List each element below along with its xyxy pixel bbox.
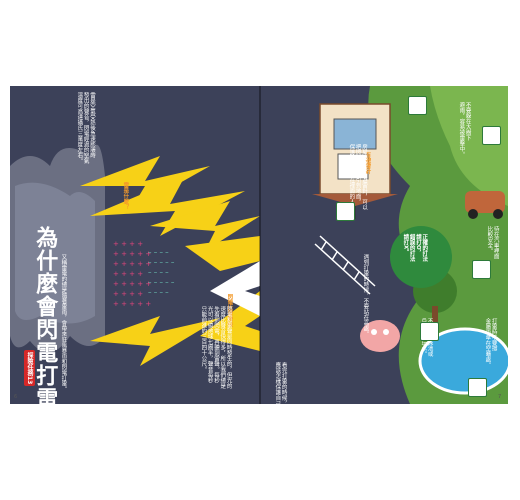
svg-text:+ + + +: + + + +	[113, 240, 143, 248]
positive-charges: + + + + + + + + + + + + + + + + + + + + …	[113, 240, 151, 308]
negative-charges: – – – – – – – – – – – – – – – – – – – – …	[148, 248, 175, 296]
svg-text:+ + + +: + + + +	[113, 270, 143, 278]
lightning-bolt	[90, 176, 245, 236]
left-page: + + + + + + + + + + + + + + + + + + + + …	[10, 86, 260, 404]
svg-text:– – – – –: – – – – –	[148, 278, 175, 286]
answer-checkbox-pool[interactable]	[472, 260, 491, 279]
character-head	[360, 320, 400, 352]
page-title: 為什麼會閃電打雷？	[32, 226, 58, 404]
page-gutter	[259, 86, 261, 404]
svg-text:– – – – –: – – – – –	[148, 258, 175, 266]
lightning-bolt	[150, 201, 260, 251]
tree-trunk	[432, 306, 438, 326]
svg-text:+ + + +: + + + +	[113, 290, 143, 298]
answer-checkbox-car[interactable]	[408, 96, 427, 115]
note2-body: 閃電和雷聲是同時發生的，但光的 速度比聲音快得多，所以我們總是 先看到閃電，再聽…	[200, 306, 232, 389]
right-page: 正確的打法 請打O， 錯誤的打法 請打X。 有避雷針 房屋頂端裝上避雷針，可以 …	[260, 86, 508, 404]
answer-checkbox-umbrella[interactable]	[468, 378, 487, 397]
intro-text: 又稱雷電的總是隨著雷雨，會帶來狂風暴雨和閃電打雷。	[60, 254, 67, 392]
svg-text:– – – –: – – – –	[148, 288, 169, 296]
page-number: 6	[14, 394, 18, 400]
svg-text:– – – –: – – – –	[148, 268, 169, 276]
house	[312, 103, 398, 219]
storm-cloud-inner	[15, 182, 95, 324]
tv-box	[337, 153, 369, 180]
answer-checkbox-tree[interactable]	[482, 126, 501, 145]
speech-bubble-text: 正確的打法 請打O， 錯誤的打法 請打X。	[402, 234, 428, 262]
ladder	[314, 235, 376, 295]
svg-text:– – – –: – – – –	[148, 248, 169, 256]
house-body: 房屋頂端裝上避雷針，可以 把閃電的電流引到地面， 保護房屋和住在裡面的人。	[348, 144, 367, 210]
svg-text:+ + + + +: + + + + +	[113, 260, 151, 268]
car-caption: 待在汽車裡面 比較安全。	[486, 226, 499, 259]
storm-illustration: + + + + + + + + + + + + + + + + + + + + …	[10, 144, 260, 366]
book-spread: + + + + + + + + + + + + + + + + + + + + …	[10, 86, 508, 404]
swimming-pool	[418, 327, 508, 395]
note1-heading: 雷是什麼？	[122, 182, 129, 210]
window	[333, 118, 377, 150]
note2-heading: 閃電比雷聲快	[226, 294, 233, 327]
lightning-bolt	[90, 316, 220, 366]
tree-caption: 不要躲在大樹下 避雨，容易被雷擊中。	[458, 102, 471, 157]
light-hill	[430, 86, 508, 206]
car	[465, 191, 505, 213]
umbrella-caption: 打雷時不要撐 金屬雨傘在空曠處。	[484, 318, 497, 368]
speech-bubble: 正確的打法 請打O， 錯誤的打法 請打X。	[390, 226, 452, 288]
svg-text:+ + + + +: + + + + +	[113, 280, 151, 288]
svg-text:+ + + + +: + + + + +	[113, 300, 151, 308]
svg-text:+ + + + +: + + + + +	[113, 250, 151, 258]
mission-badge: 探險任務13	[24, 350, 35, 387]
lightning-bolt	[80, 156, 210, 211]
roof	[312, 194, 398, 206]
lightning-bolt	[185, 236, 260, 271]
page-number: 7	[498, 394, 502, 400]
ladder-caption: 遇到打雷的時候，不要站在高處。	[362, 254, 369, 337]
house-heading: 有避雷針	[364, 152, 371, 174]
corner-caption: 看完打雷的時候， 應該怎樣保護自己？	[274, 362, 287, 404]
white-lightning-bolt	[210, 261, 260, 316]
answer-checkbox-ladder[interactable]	[336, 202, 355, 221]
note1-body: 雷是空氣受熱後急速膨脹時 發出的聲音，閃電經過的空氣 溫度可高達攝氏三萬度左右。	[76, 92, 95, 164]
answer-checkbox-character[interactable]	[420, 322, 439, 341]
